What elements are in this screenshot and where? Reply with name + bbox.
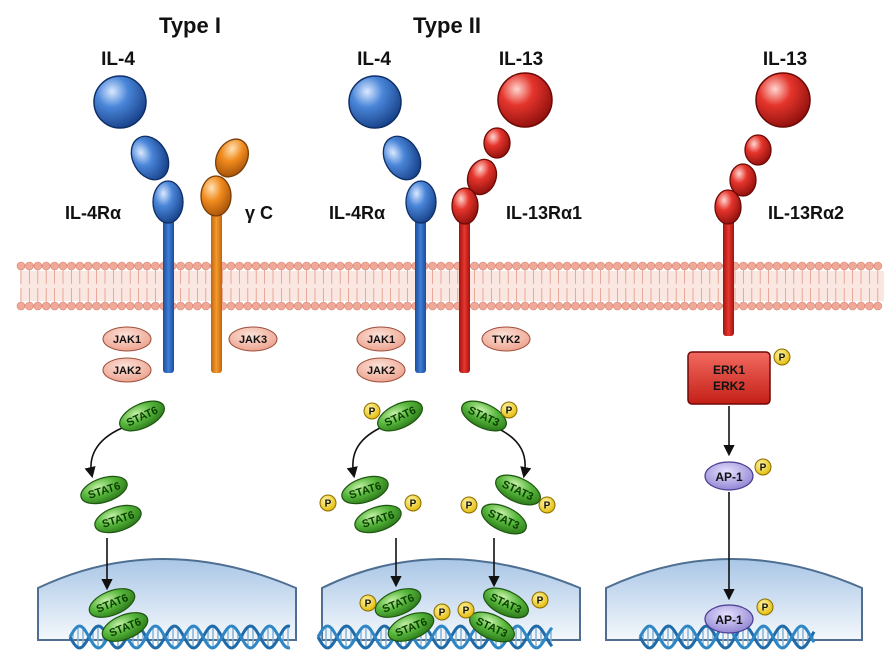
il13ra2-label: IL-13Rα2	[768, 203, 844, 223]
stat6-type1-dimer-bottom: STAT6	[94, 504, 142, 534]
phosphate-13: P	[756, 598, 774, 616]
jak1-kinase-type1: JAK1	[102, 326, 152, 352]
il13ra1-label: IL-13Rα1	[506, 203, 582, 223]
svg-text:P: P	[439, 608, 446, 619]
phosphate-5: P	[404, 494, 422, 512]
phosphate-1: P	[773, 348, 791, 366]
il13-ligand-il13ra2	[755, 72, 811, 128]
stat6-type2-monomer: STAT6	[377, 400, 423, 432]
phosphate-groups: P P P P P P P P P P P P P	[319, 348, 791, 621]
stat6-type2-nuclear-bottom: STAT6	[387, 612, 435, 642]
stat6-type2-dimer-top: STAT6	[341, 475, 389, 505]
phosphate-2: P	[363, 402, 381, 420]
il4-ligand-type2	[348, 75, 402, 129]
svg-text:JAK3: JAK3	[239, 334, 267, 346]
cell-membrane	[16, 261, 884, 311]
stat6-type1-nuclear-top: STAT6	[88, 588, 136, 618]
il4-ligand-label-type1: IL-4	[101, 49, 135, 70]
erk1-erk2-box: ERK1 ERK2	[687, 351, 771, 405]
il4ra-label-type1: IL-4Rα	[65, 203, 121, 223]
stat6-type2-dimer-bottom: STAT6	[354, 504, 402, 534]
nucleus-envelope-type2	[321, 558, 581, 641]
svg-text:TYK2: TYK2	[492, 334, 520, 346]
type-ii-header: Type II	[413, 13, 481, 38]
il4-ligand-type1	[93, 75, 147, 129]
svg-text:P: P	[410, 499, 417, 510]
svg-text:P: P	[544, 501, 551, 512]
phosphate-10: P	[457, 601, 475, 619]
type-i-header: Type I	[159, 13, 221, 38]
arrow-type2-stat3-dimerize	[496, 427, 532, 479]
jak3-kinase: JAK3	[228, 326, 278, 352]
phosphate-7: P	[538, 496, 556, 514]
il13-ligand-type2	[497, 72, 553, 128]
stat6-type2-nuclear-top: STAT6	[374, 588, 422, 618]
arrow-type1-stat6-dimerize	[84, 427, 123, 479]
svg-text:P: P	[466, 501, 473, 512]
phosphate-8: P	[359, 594, 377, 612]
il4ra-label-type2: IL-4Rα	[329, 203, 385, 223]
ap1-nuclear: AP-1	[704, 604, 754, 634]
ap1-cytoplasm: AP-1	[704, 461, 754, 491]
svg-text:P: P	[762, 603, 769, 614]
svg-text:P: P	[369, 407, 376, 418]
phosphate-9: P	[433, 603, 451, 621]
stat3-type2-dimer-top: STAT3	[495, 474, 541, 506]
svg-text:AP-1: AP-1	[715, 613, 743, 627]
svg-text:JAK1: JAK1	[113, 334, 141, 346]
il4-ligand-label-type2: IL-4	[357, 49, 391, 70]
il13ra1-receptor	[451, 127, 511, 373]
svg-text:JAK2: JAK2	[113, 365, 141, 377]
signaling-arrows	[84, 406, 735, 601]
gamma-c-receptor	[200, 138, 250, 373]
jak2-kinase-type1: JAK2	[102, 357, 152, 383]
gamma-c-label: γ C	[245, 203, 273, 223]
stat-proteins: STAT6STAT6STAT6STAT6STAT6STAT6STAT6STAT6…	[80, 400, 541, 643]
svg-text:P: P	[463, 606, 470, 617]
jak2-kinase-type2: JAK2	[356, 357, 406, 383]
svg-text:ERK2: ERK2	[713, 379, 745, 393]
il4ra-receptor-type2	[382, 135, 437, 373]
il4ra-receptor-type1	[130, 135, 184, 373]
svg-text:JAK1: JAK1	[367, 334, 395, 346]
phosphate-11: P	[531, 591, 549, 609]
tyk2-kinase: TYK2	[481, 326, 531, 352]
svg-text:P: P	[506, 406, 513, 417]
il13-ligand-label-type2: IL-13	[499, 49, 543, 70]
stat6-type1-dimer-top: STAT6	[80, 475, 128, 505]
svg-text:P: P	[779, 353, 786, 364]
svg-text:AP-1: AP-1	[715, 470, 743, 484]
svg-text:P: P	[760, 463, 767, 474]
arrow-type2-stat6-dimerize	[346, 427, 381, 479]
il13ra2-receptor	[714, 134, 772, 336]
jak1-kinase-type2: JAK1	[356, 326, 406, 352]
phosphate-12: P	[754, 458, 772, 476]
svg-text:P: P	[537, 596, 544, 607]
svg-text:P: P	[325, 499, 332, 510]
nucleus-envelopes	[37, 558, 863, 641]
stat6-type1-nuclear-bottom: STAT6	[101, 612, 149, 642]
phosphate-3: P	[500, 401, 518, 419]
phosphate-4: P	[319, 494, 337, 512]
phosphate-6: P	[460, 496, 478, 514]
il13-ligand-label-il13ra2: IL-13	[763, 49, 807, 70]
svg-text:P: P	[365, 599, 372, 610]
svg-text:ERK1: ERK1	[713, 363, 745, 377]
svg-text:JAK2: JAK2	[367, 365, 395, 377]
stat6-type1-monomer: STAT6	[119, 400, 165, 432]
